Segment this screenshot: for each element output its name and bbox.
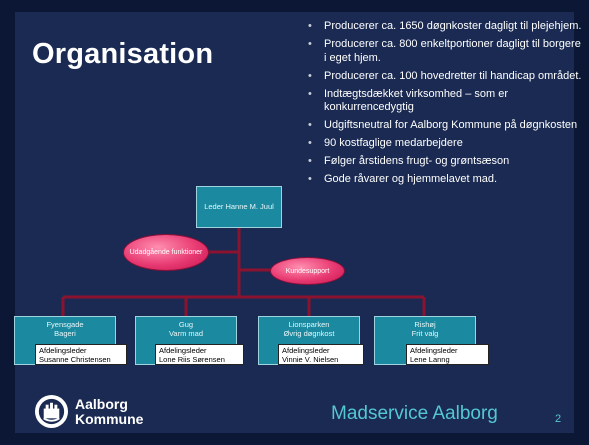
aalborg-coat-of-arms-icon — [34, 394, 69, 429]
bullet-item: Udgiftsneutral for Aalborg Kommune på dø… — [304, 119, 582, 133]
bullet-item: Gode råvarer og hjemmelavet mad. — [304, 173, 582, 187]
unit-subtitle: Bageri — [54, 329, 76, 338]
unit-manager-label: Afdelingsleder Lone Riis Sørensen — [155, 344, 244, 365]
org-staff-ellipse-support: Kundesupport — [270, 257, 345, 285]
unit-manager-label: Afdelingsleder Lene Lanng — [406, 344, 489, 365]
unit-manager-label: Afdelingsleder Susanne Christensen — [35, 344, 127, 365]
footer-title: Madservice Aalborg — [331, 403, 498, 424]
manager-name: Lone Riis Sørensen — [159, 355, 225, 364]
bullet-item: Producerer ca. 100 hovedretter til handi… — [304, 70, 582, 84]
logo-wordmark: Aalborg Kommune — [75, 395, 144, 427]
manager-role: Afdelingsleder — [159, 346, 207, 355]
logo-line-1: Aalborg — [75, 395, 128, 412]
unit-manager-label: Afdelingsleder Vinnie V. Nielsen — [278, 344, 364, 365]
unit-subtitle: Øvrig døgnkost — [283, 329, 335, 338]
logo-line-2: Kommune — [75, 410, 144, 427]
manager-role: Afdelingsleder — [410, 346, 458, 355]
unit-name: Lionsparken — [288, 320, 330, 329]
unit-name: Fyensgade — [46, 320, 84, 329]
aalborg-logo: Aalborg Kommune — [34, 394, 143, 429]
bullet-item: Følger årstidens frugt- og grøntsæson — [304, 155, 582, 169]
org-staff-ellipse-external: Udadgående funktioner — [123, 234, 209, 271]
unit-name: Gug — [178, 320, 194, 329]
manager-name: Susanne Christensen — [39, 355, 111, 364]
manager-name: Vinnie V. Nielsen — [282, 355, 339, 364]
bullet-item: Producerer ca. 1650 døgnkoster dagligt t… — [304, 20, 582, 34]
org-leader-box: Leder Hanne M. Juul — [196, 186, 282, 228]
bullet-item: Indtægtsdækket virksomhed – som er konku… — [304, 88, 582, 115]
unit-subtitle: Frit valg — [411, 329, 439, 338]
slide-title: Organisation — [32, 38, 214, 70]
bullet-item: Producerer ca. 800 enkeltportioner dagli… — [304, 38, 582, 65]
bullet-list: Producerer ca. 1650 døgnkoster dagligt t… — [304, 20, 582, 191]
manager-role: Afdelingsleder — [282, 346, 330, 355]
unit-subtitle: Varm mad — [168, 329, 204, 338]
manager-role: Afdelingsleder — [39, 346, 87, 355]
bullet-item: 90 kostfaglige medarbejdere — [304, 137, 582, 151]
manager-name: Lene Lanng — [410, 355, 450, 364]
page-number: 2 — [555, 413, 562, 425]
unit-name: Rishøj — [414, 320, 436, 329]
